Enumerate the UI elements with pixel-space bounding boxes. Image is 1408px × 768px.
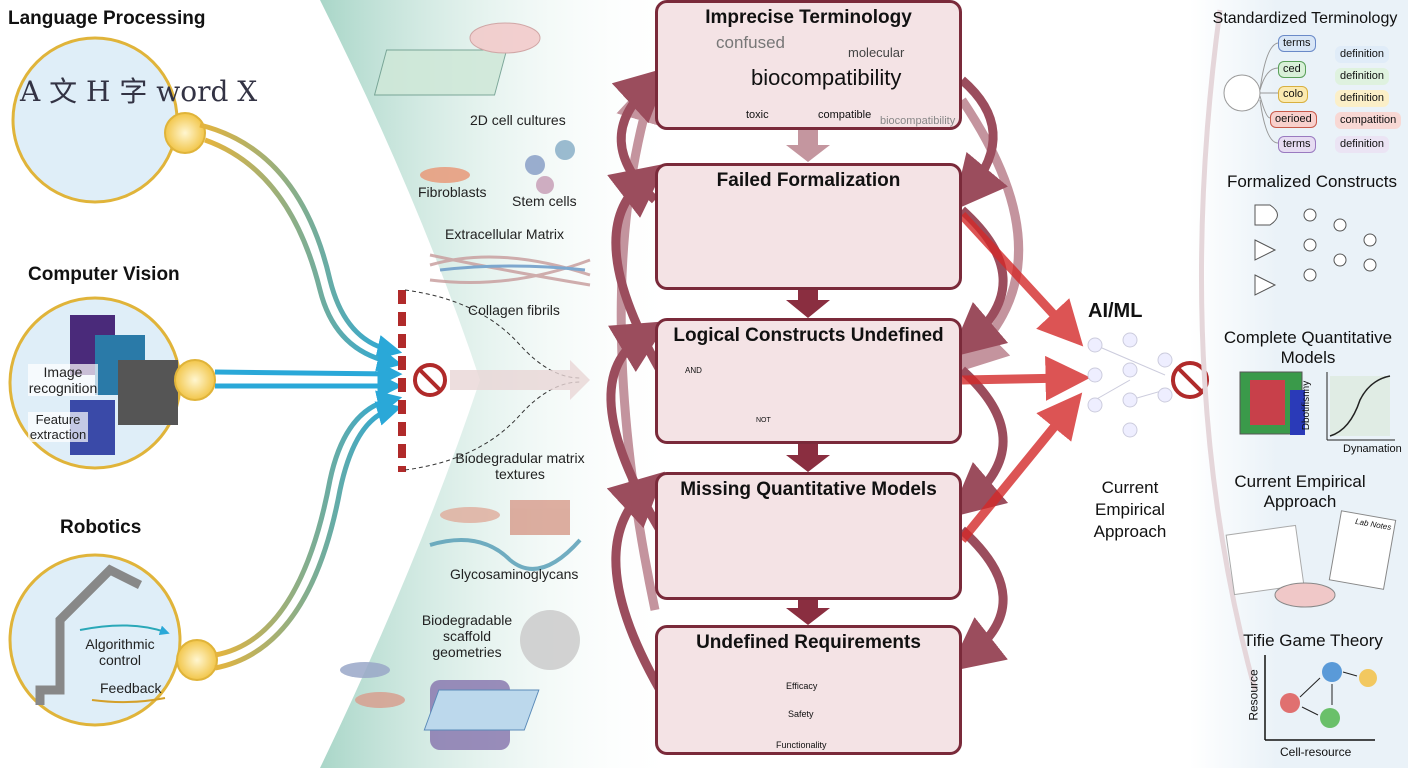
word-confused: confused [716,33,785,52]
empirical-approach-title: Current Empirical Approach [1234,472,1366,511]
fibroblasts-label: Fibroblasts [418,184,487,200]
gauge-safety-label: Safety [788,709,814,719]
box-logical-constructs: Logical Constructs Undefined AND NOT [655,318,962,444]
game-ylabel: Resource [1246,669,1261,721]
language-circle [11,36,206,204]
game-xlabel: Cell-resource [1280,745,1352,759]
right-return-arrow [1198,9,1258,691]
term-pill: ced [1278,61,1306,78]
quantitative-xlabel: Dynamation [1343,443,1402,455]
gauge-functionality-label: Functionality [776,740,827,750]
word-toxic: toxic [746,109,769,121]
image-recognition-label: Image recognition [28,364,98,396]
box-title: Undefined Requirements [696,632,921,653]
aiml-caption: Current Empirical Approach [1093,478,1167,541]
gag-label: Glycosaminoglycans [450,566,579,582]
cultures-label: 2D cell cultures [470,112,566,128]
definition-pill: compatition [1335,112,1402,129]
down-arrows [786,130,830,625]
term-pill: terms [1278,35,1316,52]
and-gate-label: AND [685,366,702,375]
game-theory-title: Tifie Game Theory [1243,631,1383,650]
box-undefined-requirements: Undefined Requirements Efficacy Safety F… [655,625,962,755]
computer-vision-title: Computer Vision [28,264,180,285]
box-failed-formalization: Failed Formalization [655,163,962,290]
gauge-efficacy-label: Efficacy [786,681,818,691]
prohibit-icon [413,363,447,397]
box-title: Logical Constructs Undefined [673,325,944,346]
term-pill: terms [1278,136,1316,153]
game-theory-icon [1264,655,1377,741]
box-title: Failed Formalization [716,170,901,191]
definition-pill: definition [1335,90,1390,107]
formalized-constructs-title: Formalized Constructs [1226,172,1398,191]
robotics-circle [8,553,218,727]
box-title: Missing Quantitative Models [680,479,937,500]
feedback-label: Feedback [100,680,162,696]
formalized-constructs-icon [1254,204,1377,296]
term-pill: colo [1278,86,1309,103]
scaffold-label: Biodegradable scaffold geometries [421,612,513,660]
empirical-approach-icon [1225,510,1397,608]
definition-pill: definition [1335,136,1390,153]
language-processing-title: Language Processing [8,8,206,29]
box-title: Imprecise Terminology [705,7,912,28]
aiml-title: AI/ML [1088,300,1143,322]
feature-extraction-label: Feature extraction [28,412,88,442]
definition-pill: definition [1335,46,1390,63]
word-molecular: molecular [848,45,905,60]
faded-arrow [450,360,590,400]
matrix-textures-label: Biodegradular matrix textures [455,450,585,482]
box-missing-models: Missing Quantitative Models [655,472,962,600]
stem-cells-label: Stem cells [512,193,577,209]
standardized-terminology-title: Standardized Terminology [1212,10,1398,27]
red-arrows-to-aiml [958,211,1091,543]
input-arrows [199,122,403,671]
quantitative-models-title: Complete Quantitative Models [1223,328,1393,367]
dashed-boundary [404,289,581,471]
feedback-cycle-arrows [606,66,1023,693]
word-compatible: compatible [818,109,872,121]
box-imprecise-terminology: Imprecise Terminology confused molecular… [655,0,962,130]
word-biocompatibility-faded: biocompatibility [880,115,956,127]
definition-pill: definition [1335,68,1390,85]
word-biocompatibility: biocompatibility [751,65,902,90]
term-pill: oerioed [1270,111,1317,128]
ecm-label: Extracellular Matrix [445,226,565,242]
quantitative-model-icon [1239,371,1395,441]
language-glyphs: A 文 H 字 word X [20,75,258,108]
quantitative-ylabel: Dbotifisnny [1301,380,1313,431]
neural-network-icon [1087,332,1173,438]
not-gate-label: NOT [756,417,771,424]
algorithmic-control-label: Algorithmic control [85,636,155,668]
robotics-title: Robotics [60,517,142,538]
prohibit-icon-aiml [1171,361,1209,399]
collagen-label: Collagen fibrils [468,302,560,318]
terminology-tree-icon [1223,42,1279,144]
